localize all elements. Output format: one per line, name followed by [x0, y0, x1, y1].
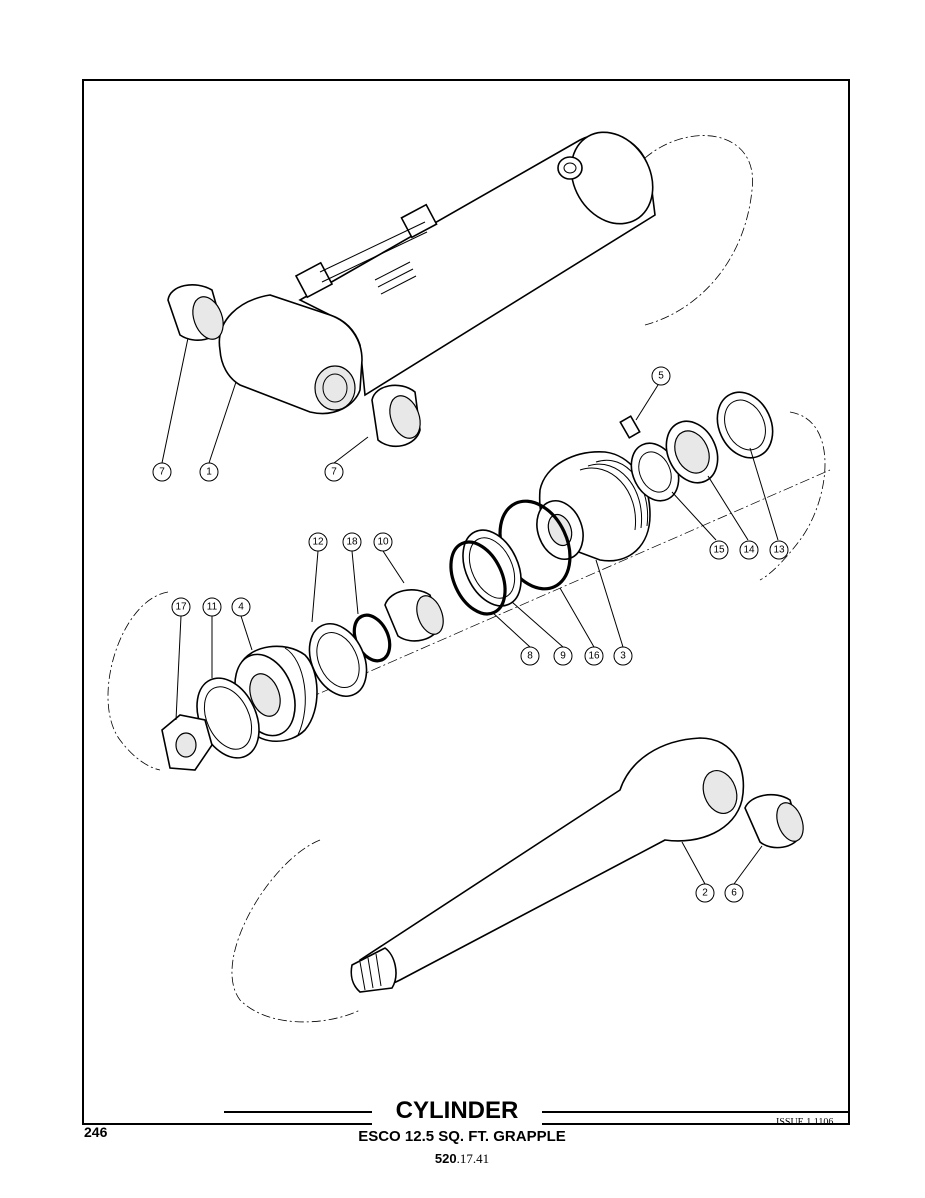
- svg-text:3: 3: [620, 651, 626, 662]
- spacer-10: [384, 589, 444, 642]
- svg-text:1: 1: [206, 467, 212, 478]
- callout-9: 9: [553, 646, 573, 666]
- svg-text:6: 6: [731, 888, 737, 899]
- svg-text:16: 16: [588, 651, 600, 662]
- seal-15: [630, 442, 680, 502]
- svg-text:2: 2: [702, 888, 708, 899]
- page-number: 246: [84, 1124, 108, 1140]
- svg-text:7: 7: [331, 467, 337, 478]
- nut-17: [161, 714, 213, 771]
- svg-text:15: 15: [713, 545, 725, 556]
- part-code: 520.17.41: [412, 1151, 512, 1167]
- callout-16: 16: [584, 646, 604, 666]
- seal-14: [665, 420, 719, 484]
- callout-5: 5: [651, 366, 671, 386]
- piston-rod: [350, 737, 745, 993]
- o-ring-8: [449, 540, 507, 616]
- callout-12: 12: [308, 532, 328, 552]
- cylinder-barrel: [218, 131, 656, 415]
- issue-label: ISSUE 1 1106: [776, 1117, 834, 1128]
- callout-7-right: 7: [324, 462, 344, 482]
- bushing-upper-left: [167, 284, 224, 341]
- svg-text:12: 12: [312, 537, 324, 548]
- part-code-suffix: .17.41: [456, 1151, 490, 1166]
- bushing-upper-right: [371, 384, 421, 448]
- page-subtitle: ESCO 12.5 SQ. FT. GRAPPLE: [358, 1128, 566, 1145]
- svg-text:10: 10: [377, 537, 389, 548]
- svg-text:5: 5: [658, 371, 664, 382]
- callout-7-left: 7: [152, 462, 172, 482]
- svg-text:9: 9: [560, 651, 566, 662]
- svg-text:14: 14: [743, 545, 755, 556]
- callout-14: 14: [739, 540, 759, 560]
- wiper-11: [196, 677, 260, 759]
- page-title: CYLINDER: [372, 1097, 542, 1125]
- callout-15: 15: [709, 540, 729, 560]
- part-code-prefix: 520: [434, 1151, 457, 1166]
- callout-18: 18: [342, 532, 362, 552]
- svg-text:13: 13: [773, 545, 785, 556]
- title-rule-right: [542, 1111, 850, 1113]
- bushing-6: [744, 793, 804, 849]
- callout-10: 10: [373, 532, 393, 552]
- callout-2: 2: [695, 883, 715, 903]
- svg-text:7: 7: [159, 467, 165, 478]
- set-screw-5: [619, 415, 641, 439]
- svg-text:8: 8: [527, 651, 533, 662]
- callout-8: 8: [520, 646, 540, 666]
- callout-3: 3: [613, 646, 633, 666]
- gland-4: [234, 645, 318, 742]
- callout-1: 1: [199, 462, 219, 482]
- svg-text:18: 18: [346, 537, 358, 548]
- svg-text:17: 17: [175, 602, 187, 613]
- callout-13: 13: [769, 540, 789, 560]
- svg-text:4: 4: [238, 602, 244, 613]
- callout-6: 6: [724, 883, 744, 903]
- callout-17: 17: [171, 597, 191, 617]
- callout-4: 4: [231, 597, 251, 617]
- svg-text:11: 11: [207, 602, 218, 613]
- leader-lines: [161, 337, 779, 885]
- callout-11: 11: [202, 597, 222, 617]
- title-rule-left: [224, 1111, 372, 1113]
- seal-13: [716, 391, 774, 459]
